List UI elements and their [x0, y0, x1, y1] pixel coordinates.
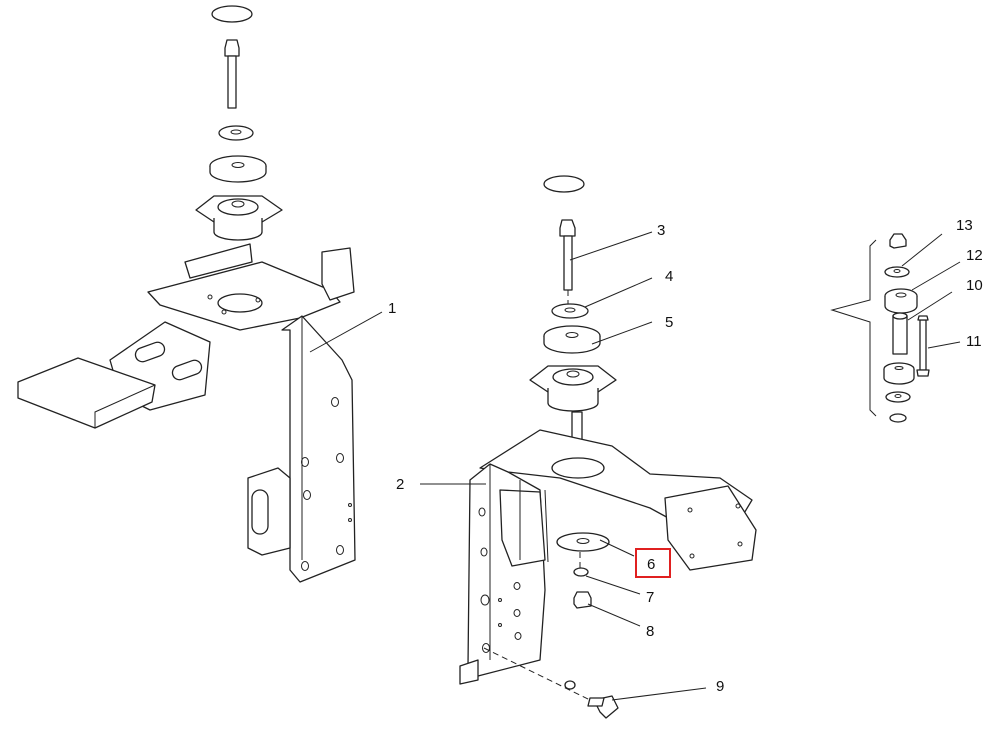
- center-assembly: [420, 175, 757, 719]
- callout-9[interactable]: 9: [716, 678, 724, 695]
- detail-nut: [889, 233, 907, 249]
- left-bolt: [224, 39, 240, 109]
- callout-11[interactable]: 11: [966, 333, 982, 350]
- callout-1[interactable]: 1: [388, 300, 396, 317]
- washer-6: [556, 532, 610, 552]
- disc-5: [543, 325, 601, 354]
- left-disc: [209, 155, 267, 183]
- callout-7[interactable]: 7: [646, 589, 654, 606]
- detail-bolt-11: [916, 315, 930, 377]
- center-cap: [543, 175, 585, 193]
- callout-13[interactable]: 13: [956, 217, 973, 234]
- detail-bushing-lower: [883, 362, 915, 385]
- center-mount: [529, 365, 617, 412]
- left-washer: [218, 125, 254, 141]
- lockwasher-7: [573, 567, 589, 577]
- callout-2[interactable]: 2: [396, 476, 404, 493]
- callout-4[interactable]: 4: [665, 268, 673, 285]
- detail-view: [830, 233, 961, 423]
- callout-10[interactable]: 10: [966, 277, 983, 294]
- center-leg-holes: [478, 507, 522, 653]
- callout-12[interactable]: 12: [966, 247, 983, 264]
- left-assembly: [17, 5, 383, 583]
- callouts: 1 2 3 4 5 6 7 8 9 13 12 10 11: [388, 217, 983, 695]
- callout-8[interactable]: 8: [646, 623, 654, 640]
- detail-bushing-12: [884, 288, 918, 314]
- washer-4: [551, 303, 589, 319]
- leg-holes: [207, 294, 352, 571]
- nut-8: [573, 591, 592, 609]
- callout-5[interactable]: 5: [665, 314, 673, 331]
- left-cap: [211, 5, 253, 23]
- callout-6[interactable]: 6: [647, 556, 655, 573]
- callout-6-highlight: [635, 548, 671, 578]
- callout-3[interactable]: 3: [657, 222, 665, 239]
- detail-sleeve-10: [892, 315, 908, 355]
- pin-9: [564, 680, 619, 719]
- left-mount: [195, 195, 283, 241]
- bolt-3: [559, 219, 576, 291]
